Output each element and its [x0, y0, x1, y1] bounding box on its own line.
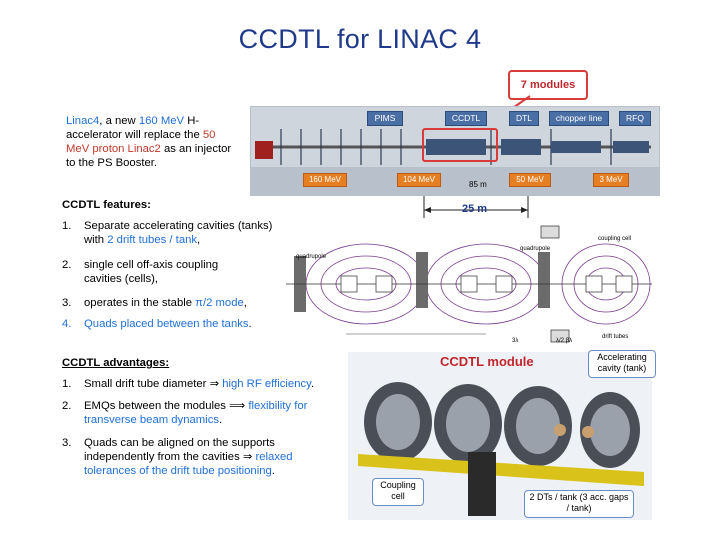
length-dimension [423, 196, 529, 218]
intro-energy: 160 MeV [138, 115, 185, 127]
features-heading: CCDTL features: [62, 199, 151, 211]
ccdtl-highlight [422, 128, 498, 162]
intro-text-2: H- accelerator will replace the [66, 115, 203, 141]
note-coupling-cell: Coupling cell [372, 478, 424, 506]
note-drift-tubes: 2 DTs / tank (3 acc. gaps / tank) [524, 490, 634, 518]
section-pims: PIMS [367, 111, 403, 126]
intro-text-1: , a new [99, 115, 139, 127]
section-dtl: DTL [509, 111, 539, 126]
schematic-label-quadrupole-1: quadrupole [296, 254, 327, 260]
module-title: CCDTL module [440, 354, 534, 369]
section-rfq: RFQ [619, 111, 651, 126]
section-chopper-line: chopper line [549, 111, 609, 126]
energy-160: 160 MeV [303, 173, 347, 187]
schematic-label-3lambda: 3λ [512, 338, 519, 344]
energy-104: 104 MeV [397, 173, 441, 187]
energy-50: 50 MeV [509, 173, 551, 187]
schematic-label-drift-tubes: drift tubes [602, 334, 629, 340]
length-ccdtl: 25 m [462, 203, 488, 215]
intro-paragraph: Linac4, a new 160 MeV H- accelerator wil… [66, 114, 236, 170]
page-title: CCDTL for LINAC 4 [238, 24, 482, 54]
energy-3: 3 MeV [593, 173, 629, 187]
intro-linac2: 50 MeV proton Linac2 [66, 129, 216, 155]
section-ccdtl: CCDTL [445, 111, 487, 126]
advantages-heading: CCDTL advantages: [62, 357, 170, 369]
intro-text-3: as an injector to the PS Booster. [66, 143, 232, 169]
cavity-schematic [286, 222, 652, 346]
intro-linac4: Linac4 [66, 115, 100, 127]
note-accelerating-cavity: Accelerating cavity (tank) [588, 350, 656, 378]
schematic-label-coupling-cell: coupling cell [598, 236, 632, 242]
beamline-panel: PIMS CCDTL DTL chopper line RFQ 160 MeV … [250, 106, 660, 196]
schematic-label-quadrupole-2: quadrupole [520, 246, 551, 252]
modules-callout: 7 modules [508, 70, 588, 100]
schematic-label-lambda: λ/2 βλ [556, 338, 573, 344]
length-total: 85 m [469, 180, 487, 189]
